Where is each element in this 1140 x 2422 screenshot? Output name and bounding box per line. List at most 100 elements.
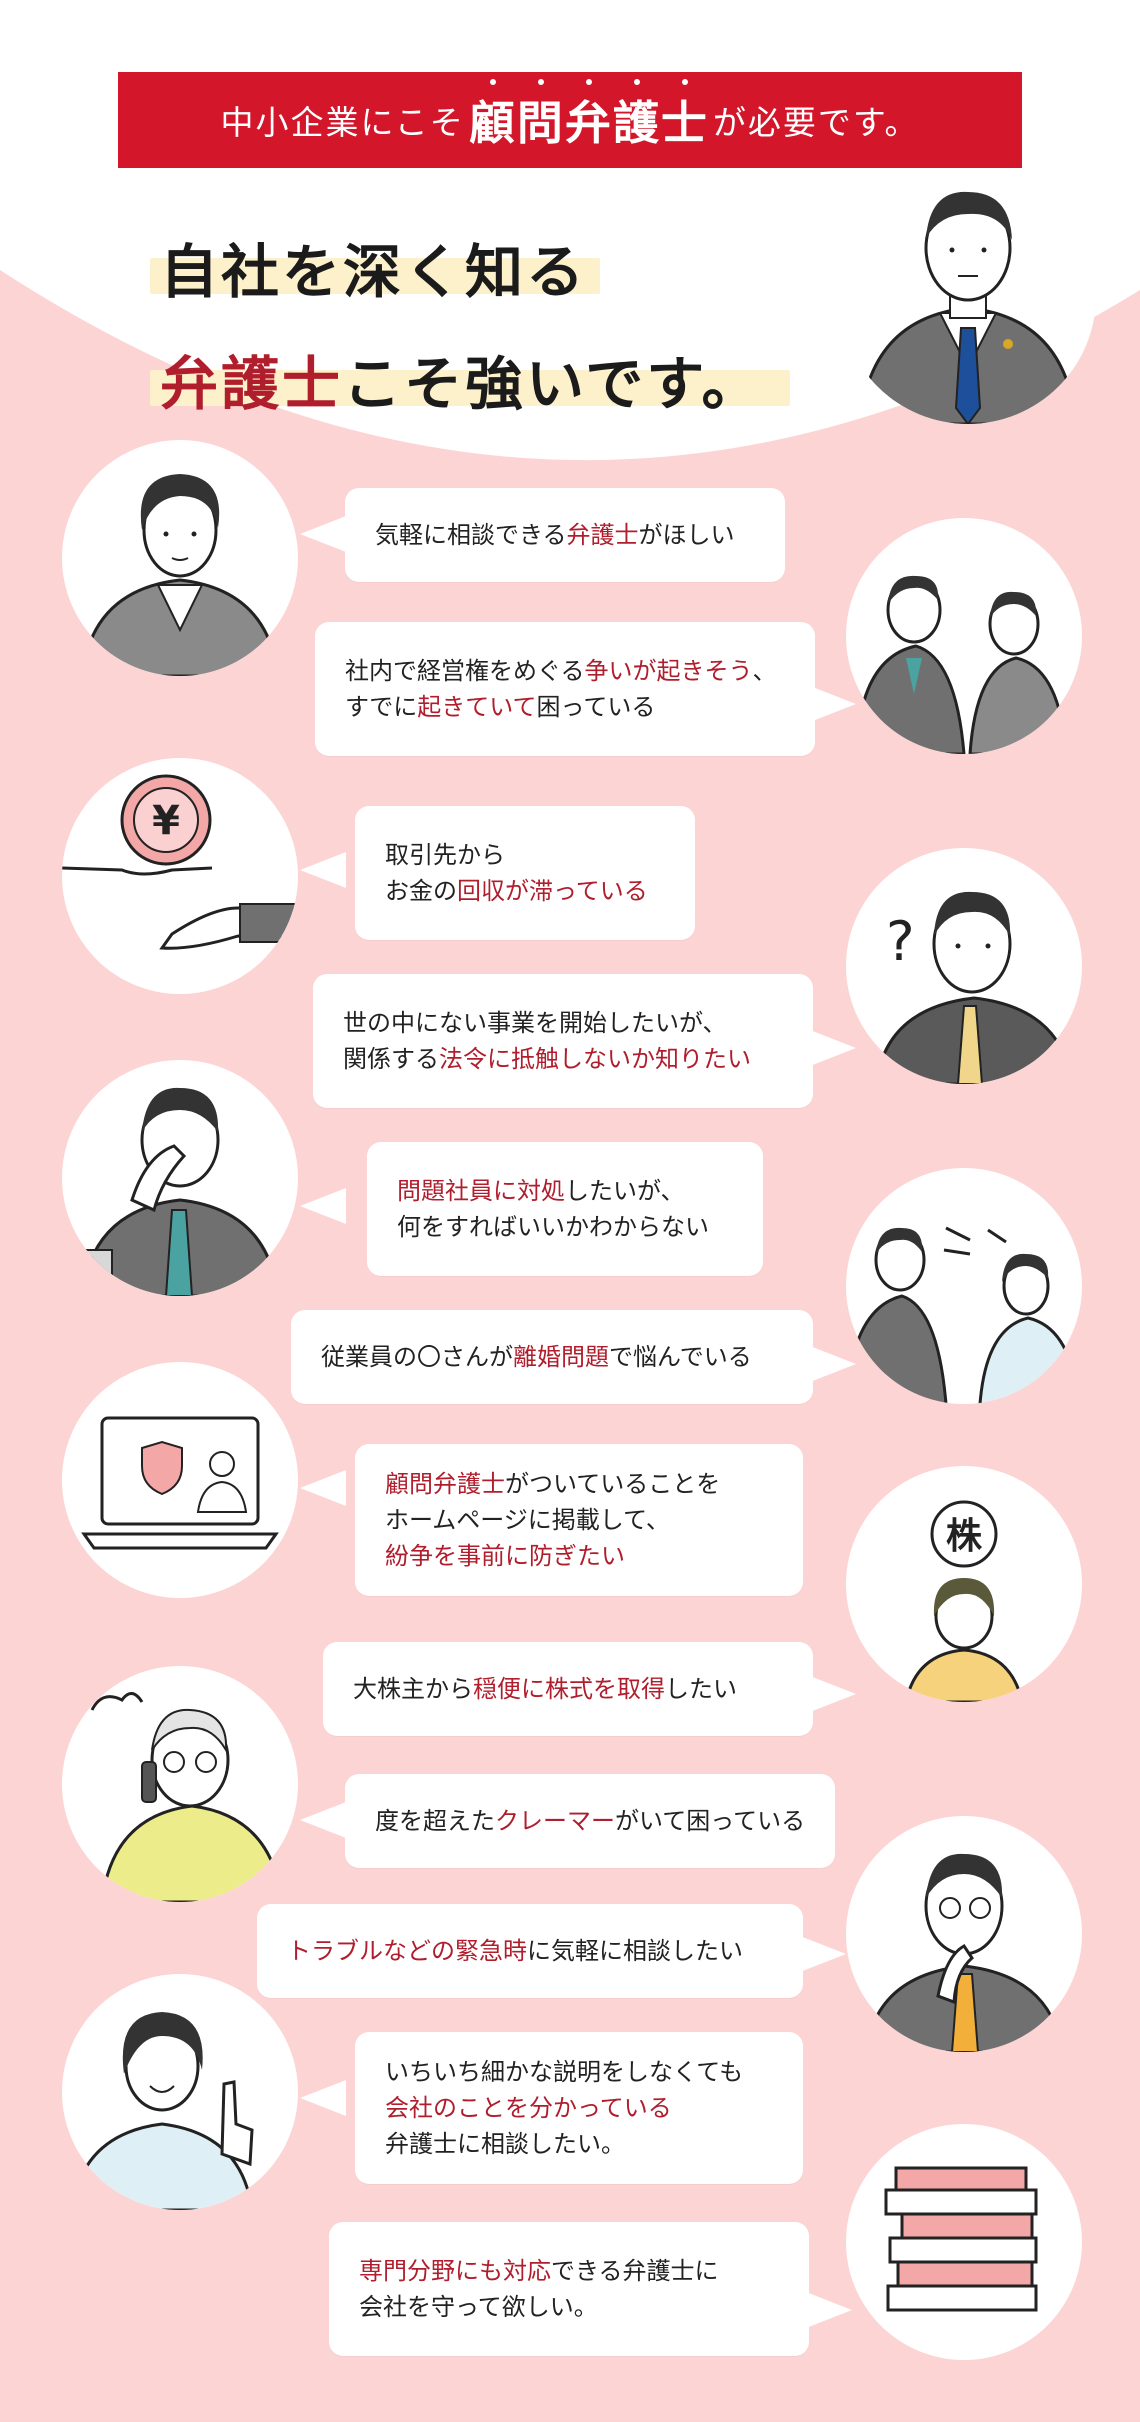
highlight-bar: [150, 258, 600, 294]
question-mark-icon: ?: [886, 910, 915, 973]
bubble-emphasis: 法令に抵触しないか知りたい: [439, 1045, 751, 1073]
banner-emph-char: 士: [661, 79, 709, 153]
speech-bubble: 従業員の〇さんが離婚問題で悩んでいる: [291, 1310, 813, 1404]
bubble-text: 取引先からお金の回収が滞っている: [355, 806, 695, 940]
banner: 中小企業にこそ 顧問弁護士 が必要です。: [118, 72, 1022, 168]
bubble-emphasis: 専門分野にも対応: [359, 2257, 551, 2285]
bubble-segment: できる弁護士に: [551, 2257, 719, 2285]
bubble-line: いちいち細かな説明をしなくても: [385, 2054, 773, 2090]
lawyer-icon: [858, 191, 1078, 424]
bubble-tail: [300, 1188, 346, 1224]
bubble-line: お金の回収が滞っている: [385, 873, 665, 909]
avatar-smiling-woman: [62, 1974, 298, 2210]
bubble-emphasis: クレーマー: [495, 1807, 615, 1835]
bubble-line: 社内で経営権をめぐる争いが起きそう、: [345, 653, 785, 689]
lawyer-avatar: [840, 168, 1096, 424]
bubble-emphasis: 会社のことを分かっている: [385, 2094, 672, 2122]
bubble-segment: したい: [665, 1675, 737, 1703]
bubble-line: 世の中にない事業を開始したいが、: [343, 1005, 783, 1041]
avatar-businessmen-dispute: [846, 518, 1082, 754]
headache-man-icon: [62, 1087, 280, 1296]
bubble-segment: 世の中にない事業を開始したいが、: [343, 1009, 727, 1037]
bubble-segment: 社内で経営権をめぐる: [345, 657, 585, 685]
bubble-segment: がほしい: [638, 521, 735, 549]
bubble-segment: がいて困っている: [615, 1807, 806, 1835]
avatar-laptop-website: [62, 1362, 298, 1598]
bubble-tail: [810, 1676, 856, 1712]
bubble-tail: [300, 516, 346, 552]
bubble-tail: [300, 1470, 346, 1506]
bubble-segment: で悩んでいる: [609, 1343, 752, 1371]
bubble-line: 会社のことを分かっている: [385, 2090, 773, 2126]
thinking-man-icon: [864, 1853, 1064, 2052]
bubble-emphasis: 弁護士: [566, 521, 639, 549]
headline-rest: こそ強いです。: [343, 350, 763, 418]
bubble-text: 社内で経営権をめぐる争いが起きそう、すでに起きていて困っている: [315, 622, 815, 756]
laptop-icon: [81, 1416, 279, 1550]
avatar-books: [846, 2124, 1082, 2360]
headline-line1: 自社を深く知る: [160, 238, 588, 306]
bubble-emphasis: 回収が滞っている: [457, 877, 648, 905]
bubble-emphasis: トラブルなどの緊急時: [287, 1937, 527, 1965]
bubble-emphasis: 争いが起きそう: [584, 657, 753, 685]
bubble-line: ホームページに掲載して、: [385, 1502, 773, 1538]
bubble-line: 専門分野にも対応できる弁護士に: [359, 2253, 779, 2289]
question-man-icon: ?: [874, 891, 1074, 1084]
bubble-line: 紛争を事前に防ぎたい: [385, 1538, 773, 1574]
bubble-tail: [810, 686, 856, 722]
angry-phone-icon: [90, 1692, 284, 1902]
bubble-line: すでに起きていて困っている: [345, 689, 785, 725]
bubble-segment: すでに: [345, 693, 418, 721]
avatar-conversation: [846, 1168, 1082, 1404]
bubble-segment: 、: [752, 657, 777, 685]
speech-bubble: 取引先からお金の回収が滞っている: [355, 806, 695, 940]
bubble-line: 度を超えたクレーマーがいて困っている: [375, 1803, 805, 1839]
speech-bubble: 社内で経営権をめぐる争いが起きそう、すでに起きていて困っている: [315, 622, 815, 756]
speech-bubble: 大株主から穏便に株式を取得したい: [323, 1642, 813, 1736]
books-icon: [884, 2166, 1038, 2312]
speech-bubble: 度を超えたクレーマーがいて困っている: [345, 1774, 835, 1868]
banner-emph-char: 顧: [469, 79, 517, 153]
banner-emph-char: 護: [613, 79, 661, 153]
highlight-bar: [150, 370, 790, 406]
bubble-text: 大株主から穏便に株式を取得したい: [323, 1642, 813, 1736]
bubble-segment: 大株主から: [353, 1675, 473, 1703]
anger-cloud-icon: [90, 1692, 144, 1711]
bubble-line: 問題社員に対処したいが、: [397, 1173, 733, 1209]
banner-emphasis: 顧問弁護士: [469, 79, 709, 153]
bubble-segment: 何をすればいいかわからない: [397, 1213, 709, 1241]
conversation-icon: [846, 1226, 1080, 1404]
yen-coin-icon: ¥: [62, 774, 298, 950]
bubble-emphasis: 起きていて: [417, 693, 537, 721]
bubble-tail: [300, 1802, 346, 1838]
bubble-emphasis: 顧問弁護士: [385, 1470, 505, 1498]
bubble-tail: [300, 2080, 346, 2116]
bubble-line: 会社を守って欲しい。: [359, 2289, 779, 2325]
speech-bubble: 気軽に相談できる弁護士がほしい: [345, 488, 785, 582]
speech-bubble: 問題社員に対処したいが、何をすればいいかわからない: [367, 1142, 763, 1276]
bubble-emphasis: 穏便に株式を取得: [473, 1675, 665, 1703]
avatar-yen-payment: ¥: [62, 758, 298, 994]
bubble-line: 大株主から穏便に株式を取得したい: [353, 1671, 783, 1707]
shield-icon: [141, 1440, 183, 1496]
bubble-tail: [800, 1936, 846, 1972]
kabu-label: 株: [946, 1516, 983, 1557]
bubble-text: 専門分野にも対応できる弁護士に会社を守って欲しい。: [329, 2222, 809, 2356]
pointing-woman-icon: [70, 2012, 254, 2210]
bubble-segment: 困っている: [536, 693, 656, 721]
banner-emph-char: 問: [517, 79, 565, 153]
bubble-line: トラブルなどの緊急時に気軽に相談したい: [287, 1933, 773, 1969]
bubble-segment: お金の: [385, 877, 457, 905]
avatar-thinking-man: [846, 1816, 1082, 2052]
bubble-segment: したいが、: [565, 1177, 685, 1205]
avatar-angry-caller: [62, 1666, 298, 1902]
speech-bubble: 顧問弁護士がついていることをホームページに掲載して、紛争を事前に防ぎたい: [355, 1444, 803, 1596]
bubble-line: 何をすればいいかわからない: [397, 1209, 733, 1245]
bubble-segment: 取引先から: [385, 841, 505, 869]
banner-post: が必要です。: [712, 103, 920, 142]
speech-bubble: トラブルなどの緊急時に気軽に相談したい: [257, 1904, 803, 1998]
bubble-tail: [810, 1030, 856, 1066]
phone-icon: [141, 1761, 157, 1803]
bubble-emphasis: 問題社員に対処: [397, 1177, 565, 1205]
